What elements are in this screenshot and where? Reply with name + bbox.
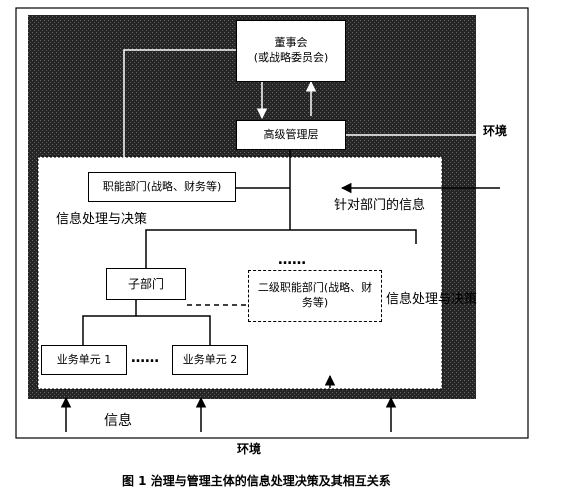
functional-dept-box: 职能部门(战略、财务等) <box>88 172 236 202</box>
ellipsis-middle: …… <box>131 350 159 366</box>
unit-branch <box>82 315 211 345</box>
environment-right-label: 环境 <box>483 124 508 138</box>
senior-management-label: 高级管理层 <box>263 127 319 141</box>
board-box: 董事会 (或战略委员会) <box>236 20 346 82</box>
environment-bottom-label: 环境 <box>237 442 262 456</box>
sub-dept-box: 子部门 <box>106 268 186 300</box>
secondary-dept-line1: 二级职能部门(战略、财 <box>257 281 373 295</box>
sub-dept-label: 子部门 <box>127 276 164 291</box>
ellipsis-top: …… <box>278 252 306 268</box>
info-decision-right-label: 信息处理与决策 <box>386 292 478 307</box>
figure-caption: 图 1 治理与管理主体的信息处理决策及其相互关系 <box>122 474 391 488</box>
targeted-info-label: 针对部门的信息 <box>334 198 426 213</box>
functional-dept-label: 职能部门(战略、财务等) <box>102 179 222 193</box>
board-left-link <box>123 49 236 158</box>
secondary-dept-line2: 务等) <box>301 296 329 309</box>
information-bottom-label: 信息 <box>104 413 132 429</box>
branch-line <box>145 229 417 268</box>
board-subtitle: (或战略委员会) <box>253 51 329 64</box>
secondary-dept-box: 二级职能部门(战略、财 务等) <box>248 270 382 322</box>
business-unit-1-box: 业务单元 1 <box>41 345 127 375</box>
business-unit-1-label: 业务单元 1 <box>56 352 112 366</box>
board-title: 董事会 <box>274 36 308 50</box>
environment-frame <box>15 7 529 439</box>
business-unit-2-label: 业务单元 2 <box>182 352 238 366</box>
business-unit-2-box: 业务单元 2 <box>172 345 248 375</box>
senior-management-box: 高级管理层 <box>236 120 346 150</box>
info-decision-left-label: 信息处理与决策 <box>56 212 148 227</box>
